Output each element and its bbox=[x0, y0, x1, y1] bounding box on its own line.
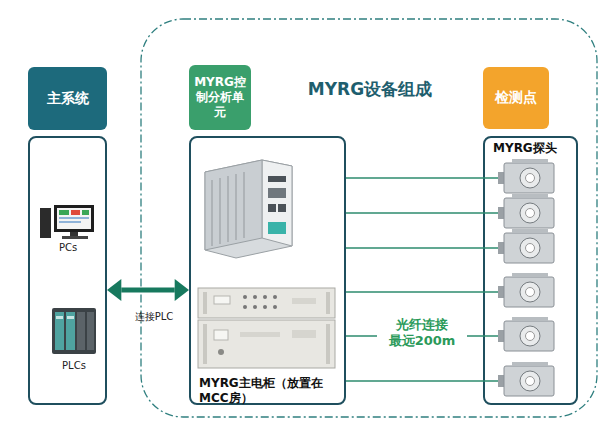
dash-dot-border bbox=[141, 19, 597, 417]
device-label: PCs bbox=[38, 242, 98, 253]
pc-icon bbox=[40, 205, 94, 239]
section-tab: MYRG控制分析单元 bbox=[189, 65, 251, 130]
probe-set bbox=[483, 159, 554, 396]
connector-line bbox=[346, 291, 483, 293]
rack-cabinet bbox=[198, 288, 335, 368]
group-title: MYRG设备组成 bbox=[280, 78, 460, 101]
connector-line bbox=[346, 247, 483, 249]
section-tab: 检测点 bbox=[483, 67, 549, 129]
arrow-head bbox=[107, 279, 121, 301]
double-arrow bbox=[107, 279, 189, 301]
probe-heading: MYRG探头 bbox=[493, 140, 573, 157]
connector-line bbox=[346, 212, 483, 214]
cabinet-label: MYRG主电柜（放置在MCC房） bbox=[199, 376, 349, 406]
edge-label: 光纤连接 最远200m bbox=[377, 317, 467, 349]
device-label: PLCs bbox=[44, 360, 104, 371]
fiber-line bbox=[346, 381, 483, 382]
connector-line bbox=[121, 288, 174, 293]
computer-unit bbox=[205, 160, 292, 258]
section-tab: 主系统 bbox=[28, 67, 107, 130]
fiber-line bbox=[346, 292, 483, 293]
fiber-line bbox=[346, 178, 483, 179]
plc-icon bbox=[52, 308, 96, 354]
edge-label: 连接PLC bbox=[118, 310, 190, 324]
arrow-head bbox=[175, 279, 189, 301]
connector-line bbox=[346, 380, 483, 382]
connector-line bbox=[346, 177, 483, 179]
fiber-line bbox=[346, 213, 483, 214]
fiber-line bbox=[346, 248, 483, 249]
